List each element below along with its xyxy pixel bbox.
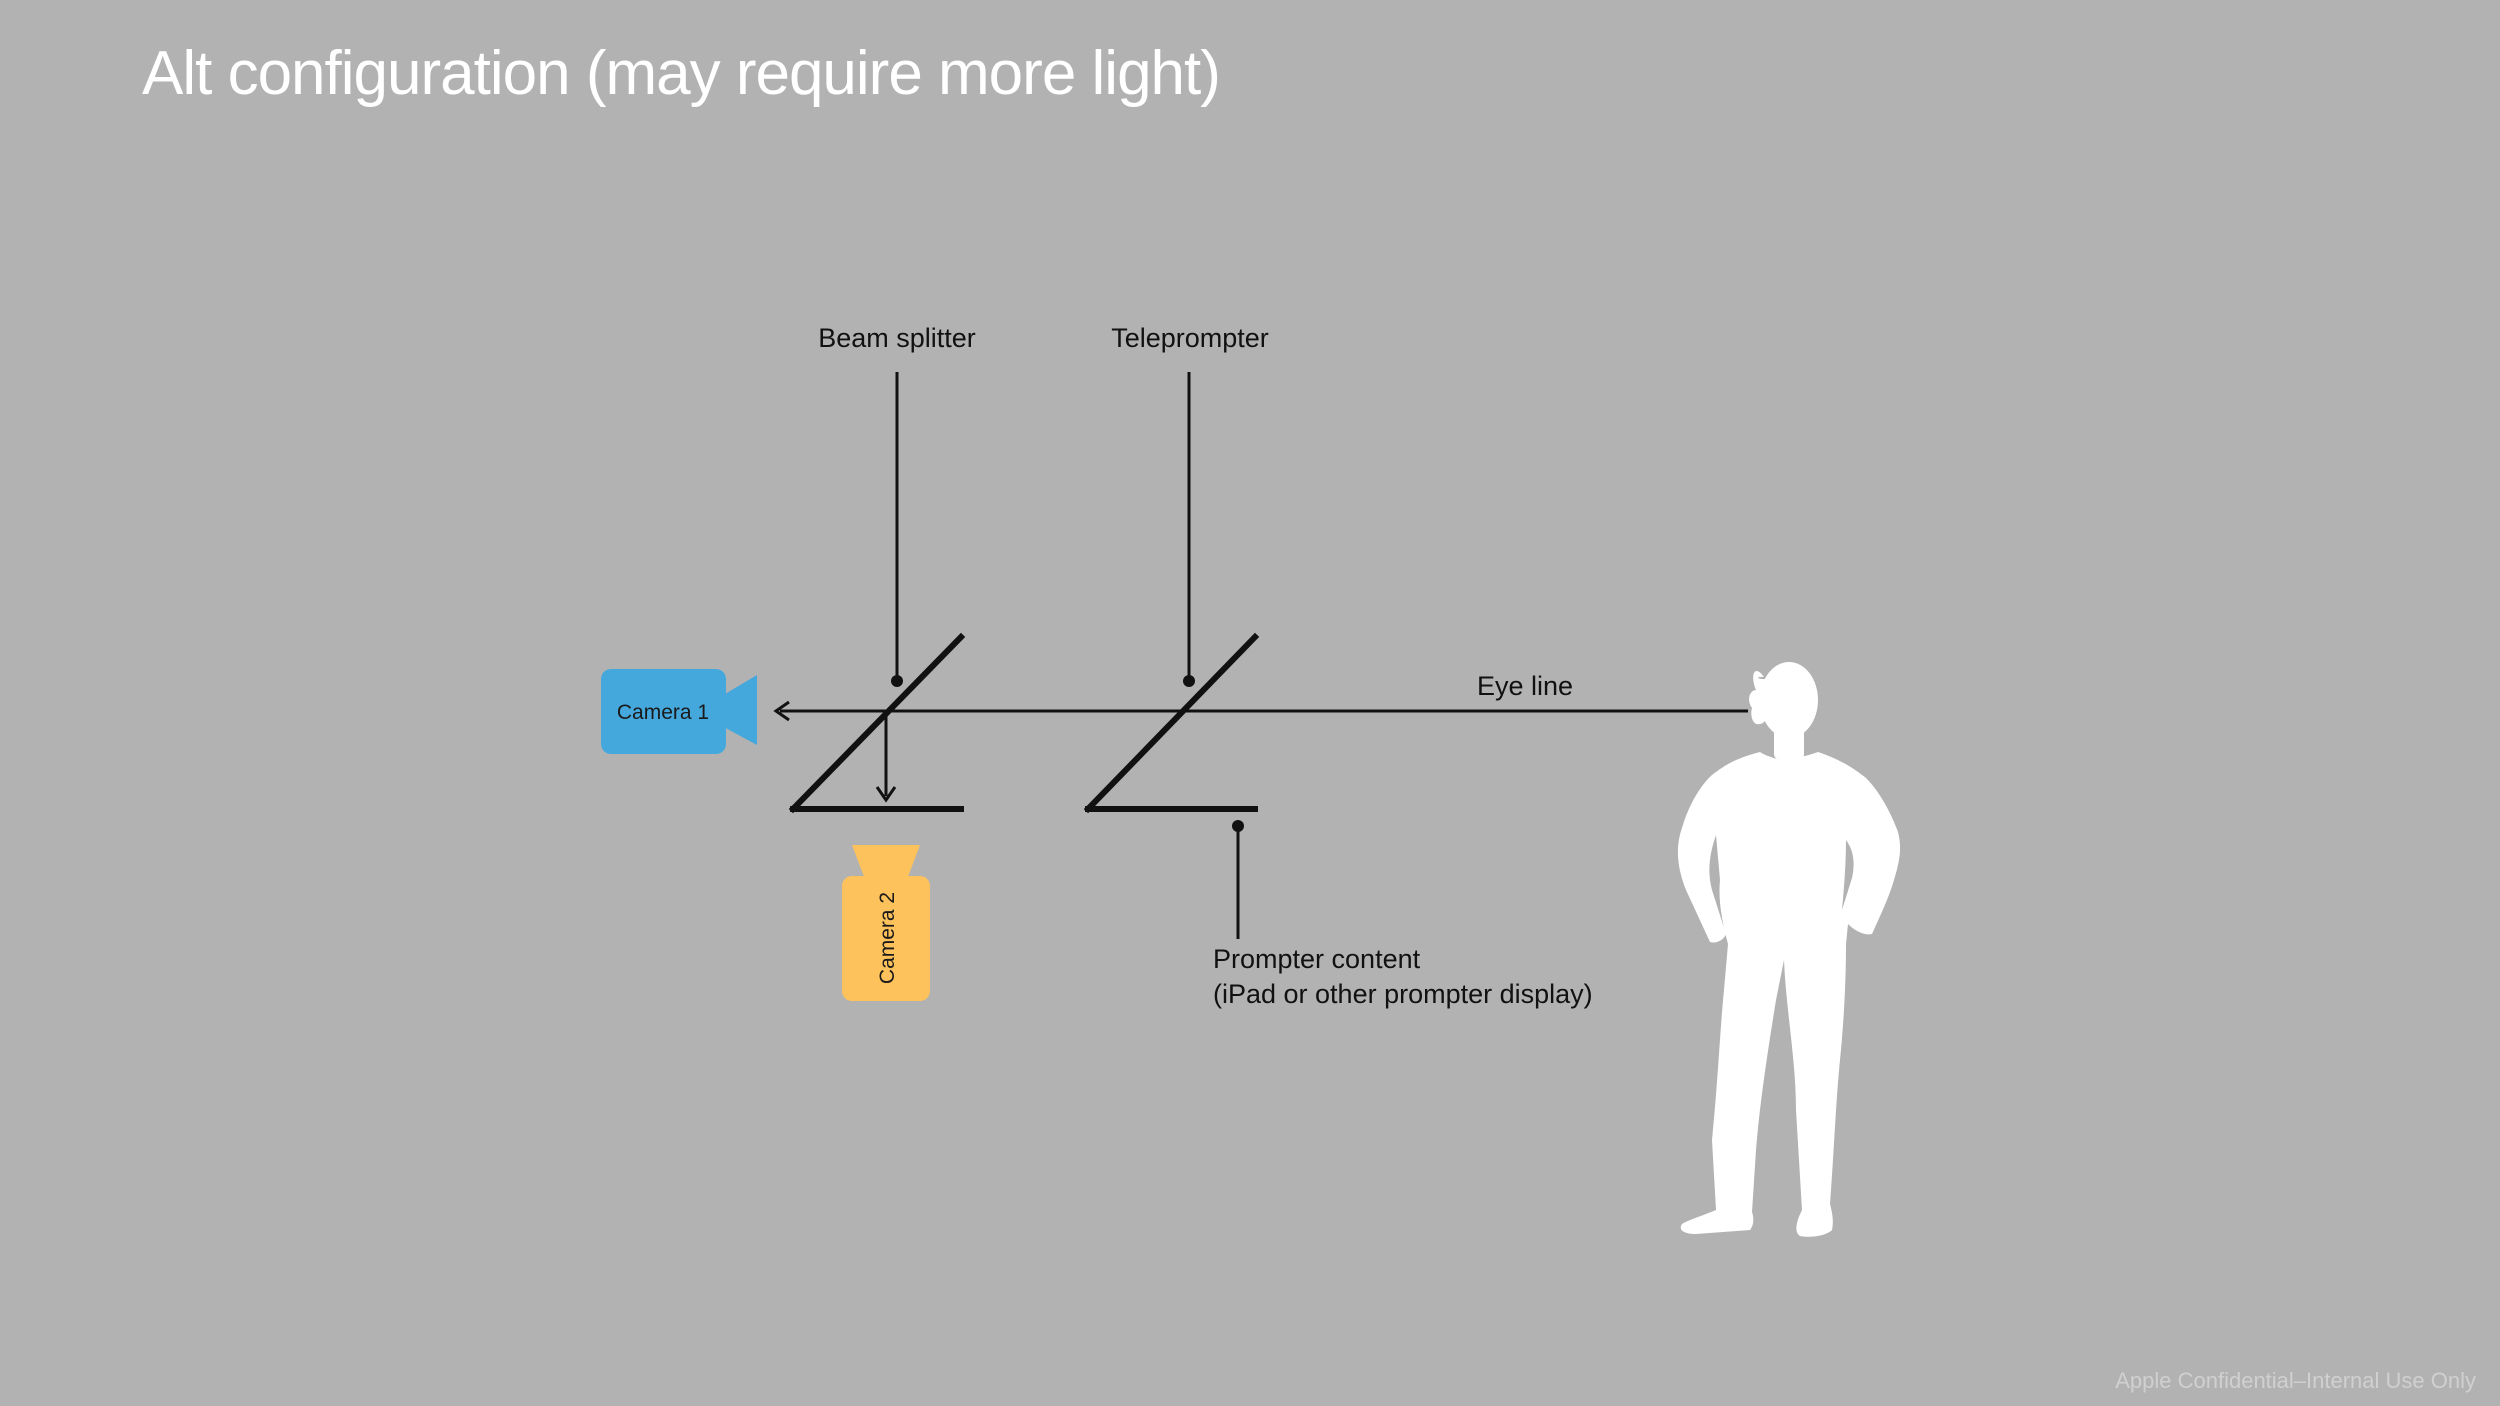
prompter-content-label-line2: (iPad or other prompter display) — [1213, 979, 1593, 1009]
camera-2-label: Camera 2 — [876, 892, 899, 984]
camera-2: Camera 2 — [842, 845, 930, 1001]
beam-splitter-label: Beam splitter — [818, 323, 976, 353]
teleprompter-leader-dot — [1183, 675, 1195, 687]
camera-1-body — [601, 669, 726, 754]
camera-1-label: Camera 1 — [617, 701, 709, 724]
camera-2-body — [842, 876, 930, 1001]
teleprompter-glass — [1083, 632, 1260, 814]
camera-1: Camera 1 — [601, 669, 757, 754]
reflection-down-arrowhead — [875, 786, 897, 803]
camera-2-lens — [852, 845, 920, 882]
eye-line-label: Eye line — [1477, 671, 1573, 701]
camera-1-lens — [720, 675, 757, 745]
beam-splitter-glass — [788, 632, 966, 814]
prompter-content-label-line1: Prompter content — [1213, 944, 1421, 974]
teleprompter-label: Teleprompter — [1111, 323, 1269, 353]
person-silhouette-icon — [1677, 662, 1901, 1237]
page-title: Alt configuration (may require more ligh… — [142, 39, 1221, 108]
eye-line-arrowhead — [773, 700, 790, 722]
beam-splitter-leader-dot — [891, 675, 903, 687]
confidential-footer: Apple Confidential–Internal Use Only — [2115, 1368, 2476, 1393]
